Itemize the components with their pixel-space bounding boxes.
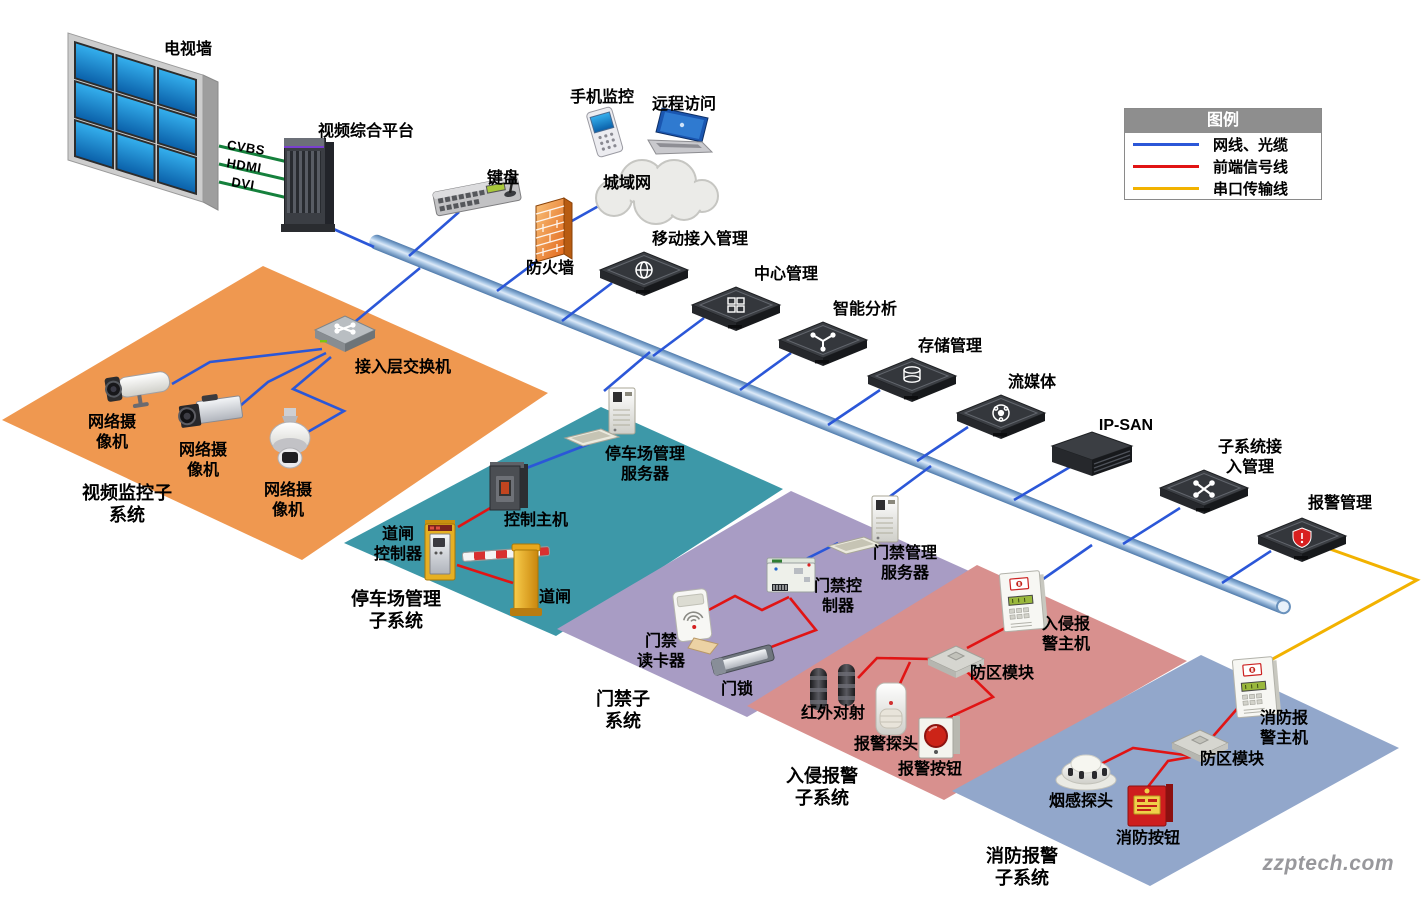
center-management-server (690, 285, 782, 339)
signal-cables (456, 505, 1244, 789)
cam-bullet-label: 网络摄 像机 (87, 414, 137, 451)
parking-server (563, 386, 643, 454)
zone-module-fire-label: 防区模块 (1199, 751, 1265, 768)
bullet-camera (104, 371, 171, 409)
smoke-detector (1055, 754, 1117, 791)
alarm-detector-label: 报警探头 (853, 736, 919, 753)
ir-beam-label: 红外对射 (800, 705, 866, 722)
legend-line-serial (1133, 186, 1199, 190)
mobile-access-server (598, 250, 690, 304)
laptop-label: 远程访问 (651, 96, 717, 113)
legend-label: 网线、光缆 (1213, 136, 1289, 154)
subsystem-access-label: 子系统接 入管理 (1217, 439, 1283, 476)
area-video-label: 视频监控子 系统 (82, 483, 172, 525)
legend-line-network (1133, 142, 1199, 146)
tv-wall-label: 电视墙 (163, 41, 213, 58)
area-fire-alarm (952, 655, 1399, 886)
mobile-phone (586, 106, 624, 158)
legend-row: 网线、光缆 (1125, 133, 1321, 155)
access-server-label: 门禁管理 服务器 (872, 545, 938, 582)
cam-box-label: 网络摄 像机 (178, 442, 228, 479)
intrusion-host-label: 入侵报 警主机 (1041, 616, 1091, 653)
av-cables (218, 144, 289, 200)
area-fire-label: 消防报警 子系统 (986, 846, 1058, 888)
legend-line-signal (1133, 164, 1199, 168)
access-controller-label: 门禁控 制器 (813, 578, 863, 615)
video-platform-label: 视频综合平台 (317, 123, 415, 140)
intel-analysis-label: 智能分析 (832, 301, 898, 318)
barrier-gate-label: 道闸 (538, 589, 572, 606)
phone-label: 手机监控 (569, 89, 635, 106)
keyboard-label: 键盘 (486, 170, 520, 187)
streaming-media-server (955, 393, 1047, 447)
legend-row: 串口传输线 (1125, 177, 1321, 199)
legend-row: 前端信号线 (1125, 155, 1321, 177)
area-video-surveillance (2, 266, 548, 560)
access-controller-board (766, 557, 816, 593)
door-lock (710, 644, 775, 676)
access-layer-switch (313, 315, 377, 352)
alarm-mgmt-label: 报警管理 (1307, 495, 1373, 512)
box-camera (178, 394, 244, 428)
cam-dome-label: 网络摄 像机 (263, 482, 313, 519)
card-reader (672, 588, 719, 655)
control-host-label: 控制主机 (503, 512, 569, 529)
parking-server-label: 停车场管理 服务器 (604, 446, 686, 483)
mobile-access-label: 移动接入管理 (651, 231, 749, 248)
network-cables (171, 201, 1272, 586)
alarm-button (918, 716, 960, 759)
smoke-detector-label: 烟感探头 (1048, 793, 1114, 810)
storage-management-server (866, 356, 958, 410)
control-keyboard (432, 175, 522, 217)
video-platform-chassis (281, 138, 338, 234)
pir-detector (875, 682, 907, 736)
legend-title: 图例 (1125, 109, 1321, 133)
barrier-gate-post (510, 543, 542, 616)
legend-label: 前端信号线 (1213, 158, 1289, 176)
legend-label: 串口传输线 (1213, 180, 1289, 198)
watermark: zzptech.com (1262, 852, 1394, 875)
serial-cables (1257, 546, 1421, 669)
alarm-button-label: 报警按钮 (897, 761, 963, 778)
area-parking-label: 停车场管理 子系统 (351, 589, 441, 631)
chassis-base (281, 224, 335, 232)
ip-san-storage (1050, 431, 1134, 476)
firewall-label: 防火墙 (525, 260, 575, 277)
parking-control-host (489, 462, 528, 511)
access-switch-label: 接入层交换机 (354, 359, 452, 376)
dvi-label: DVI (230, 174, 256, 193)
fire-button (1127, 784, 1173, 827)
stream-media-label: 流媒体 (1007, 374, 1057, 391)
ir-beam-detectors (810, 664, 855, 710)
area-access-label: 门禁子 系统 (596, 689, 650, 731)
ip-san-label: IP-SAN (1098, 417, 1154, 434)
card-reader-label: 门禁 读卡器 (636, 633, 686, 670)
man-label: 城域网 (602, 175, 652, 192)
metro-network-cloud (595, 159, 719, 225)
alarm-management-server (1256, 516, 1348, 570)
storage-mgmt-label: 存储管理 (917, 338, 983, 355)
hand (687, 637, 719, 655)
chassis-slots (287, 151, 321, 213)
chassis-top (284, 138, 324, 148)
fire-button-label: 消防按钮 (1115, 830, 1181, 847)
door-lock-label: 门锁 (720, 681, 754, 698)
chassis-side (325, 142, 334, 228)
subsystem-access-server (1158, 468, 1250, 522)
firewall (535, 197, 573, 263)
intelligent-analysis-server (777, 320, 869, 374)
remote-laptop (647, 107, 714, 155)
barrier-gate-controller (424, 520, 456, 581)
fire-host-label: 消防报 警主机 (1259, 710, 1309, 747)
area-intrusion-label: 入侵报警 子系统 (786, 766, 858, 808)
center-mgmt-label: 中心管理 (753, 266, 819, 283)
dome-camera (269, 408, 311, 469)
zone-module-intrusion-label: 防区模块 (969, 665, 1035, 682)
area-intrusion-alarm (747, 565, 1187, 800)
tv-wall (67, 32, 219, 211)
barrier-controller-label: 道闸 控制器 (373, 526, 423, 563)
legend: 图例 网线、光缆 前端信号线 串口传输线 (1124, 108, 1322, 200)
